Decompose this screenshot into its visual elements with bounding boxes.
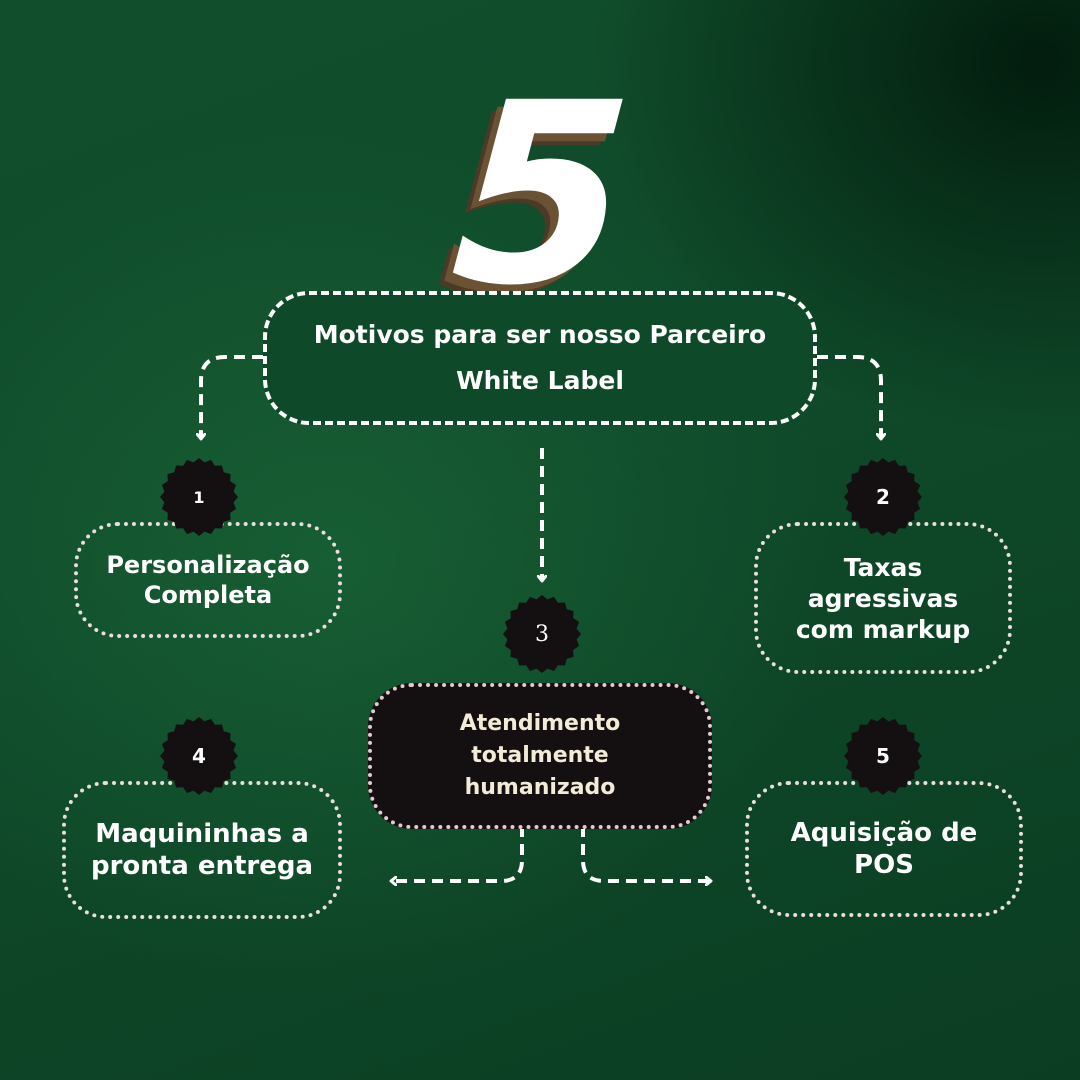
title-line-1: Motivos para ser nosso Parceiro	[313, 320, 767, 349]
reason-5-number: 5	[876, 744, 890, 768]
title-box: Motivos para ser nosso Parceiro White La…	[263, 291, 817, 425]
reason-4-number: 4	[192, 744, 206, 768]
reason-card-4: Maquininhas a pronta entrega	[62, 781, 342, 919]
reason-card-2: Taxas agressivas com markup	[754, 522, 1012, 674]
title-line-2: White Label	[456, 366, 624, 395]
reason-2-line-1: Taxas	[843, 552, 923, 582]
reason-3-number: 3	[535, 621, 549, 647]
arrow-to-reason-5	[581, 826, 710, 881]
reason-card-5: Aquisição de POS	[745, 781, 1023, 917]
reason-badge-3: 3	[502, 594, 582, 674]
reason-2-number: 2	[876, 485, 890, 509]
reason-2-line-2: agressivas	[807, 583, 959, 613]
reason-card-1: Personalização Completa	[74, 522, 342, 638]
arrow-to-reason-1	[201, 355, 263, 438]
reason-2-line-3: com markup	[795, 614, 971, 644]
reason-1-number: 1	[193, 487, 205, 507]
reason-3-line-2: totalmente	[471, 743, 609, 768]
reason-4-line-2: pronta entrega	[90, 851, 313, 881]
reason-1-line-1: Personalização	[106, 551, 310, 579]
reason-3-line-1: Atendimento	[459, 711, 621, 736]
headline-number: 5	[444, 49, 636, 340]
reason-3-line-3: humanizado	[464, 775, 616, 800]
reason-5-line-2: POS	[854, 850, 914, 880]
arrow-to-reason-2	[817, 355, 881, 438]
reason-1-line-2: Completa	[143, 581, 273, 609]
reason-badge-1: 1	[159, 457, 239, 537]
arrow-to-reason-4	[392, 826, 524, 881]
reason-badge-2: 2	[843, 457, 923, 537]
reason-card-3: Atendimento totalmente humanizado	[368, 683, 712, 829]
reason-5-line-1: Aquisição de	[790, 818, 978, 848]
reason-4-line-1: Maquininhas a	[95, 819, 309, 849]
reason-badge-4: 4	[159, 716, 239, 796]
reason-badge-5: 5	[843, 716, 923, 796]
